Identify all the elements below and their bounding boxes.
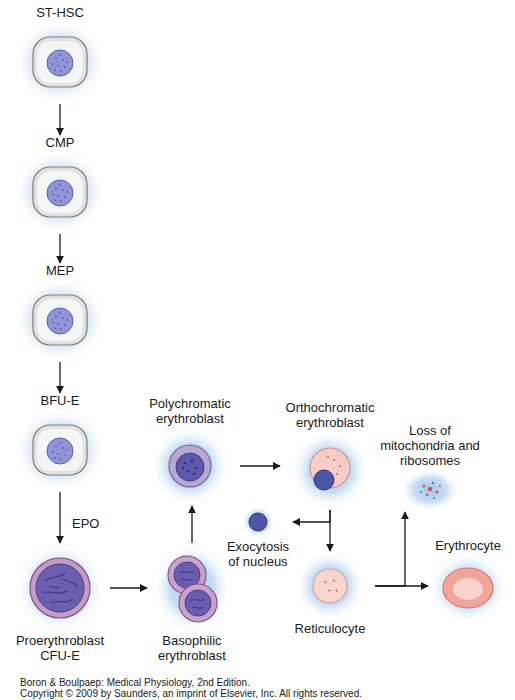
cell-drawing — [400, 468, 460, 512]
cell-label: CMP — [20, 135, 100, 150]
cell-drawing — [290, 430, 370, 510]
cell-node: Reticulocyte — [285, 551, 375, 636]
flow-arrow — [110, 587, 147, 588]
cell-illustration — [14, 408, 106, 492]
cell-illustration — [152, 543, 232, 633]
flow-arrow — [191, 506, 192, 543]
cell-node: Loss of mitochondria and ribosomes — [380, 423, 480, 512]
cell-illustration — [400, 468, 460, 512]
cell-illustration — [14, 20, 106, 104]
cell-label: BFU-E — [20, 393, 100, 408]
cell-illustration — [295, 551, 365, 621]
cell-illustration — [14, 278, 106, 362]
flow-arrow — [375, 585, 428, 586]
flow-arrow — [293, 510, 330, 522]
cell-node: Polychromatic erythroblast — [140, 396, 240, 506]
cell-illustration — [241, 505, 275, 539]
cell-label: Erythrocyte — [428, 538, 508, 553]
flow-arrow — [59, 234, 60, 263]
flow-arrow — [329, 510, 330, 551]
cell-label: Exocytosis of nucleus — [223, 539, 293, 569]
cell-drawing — [14, 20, 106, 104]
cell-label: Polychromatic erythroblast — [140, 396, 240, 426]
cell-node: Erythrocyte — [428, 538, 508, 623]
flow-arrow — [59, 492, 60, 543]
cell-illustration — [15, 543, 105, 633]
cell-label: Orthochromatic erythroblast — [280, 400, 380, 430]
cell-drawing — [295, 551, 365, 621]
cell-drawing — [428, 553, 508, 623]
cell-drawing — [15, 543, 105, 633]
cell-node: CMP — [14, 135, 106, 234]
cell-node: Proerythroblast CFU-E — [10, 543, 110, 663]
cell-label: Proerythroblast CFU-E — [10, 633, 110, 663]
cell-label: ST-HSC — [20, 5, 100, 20]
cell-drawing — [150, 426, 230, 506]
credit-line: Boron & Boulpaep: Medical Physiology, 2n… — [20, 677, 250, 688]
cell-illustration — [14, 150, 106, 234]
cell-label: MEP — [20, 263, 100, 278]
cell-illustration — [150, 426, 230, 506]
flow-arrow — [59, 104, 60, 135]
credit-line: Copyright © 2009 by Saunders, an imprint… — [20, 688, 362, 699]
flow-arrow — [59, 362, 60, 393]
cell-node: BFU-E — [14, 393, 106, 492]
cell-node: ST-HSC — [14, 5, 106, 104]
cell-drawing — [14, 150, 106, 234]
flow-arrow — [375, 512, 405, 586]
cell-drawing — [152, 543, 232, 633]
cell-drawing — [14, 408, 106, 492]
cell-node: Orthochromatic erythroblast — [280, 400, 380, 510]
cell-illustration — [428, 553, 508, 623]
cell-label: Loss of mitochondria and ribosomes — [380, 423, 480, 468]
cell-node: MEP — [14, 263, 106, 362]
cell-node: Basophilic erythroblast — [147, 543, 237, 663]
cell-label: Basophilic erythroblast — [147, 633, 237, 663]
cell-node: Exocytosis of nucleus — [223, 505, 293, 569]
edge-label: EPO — [72, 516, 99, 531]
cell-illustration — [290, 430, 370, 510]
flow-arrow — [240, 465, 280, 466]
cell-label: Reticulocyte — [285, 621, 375, 636]
cell-drawing — [14, 278, 106, 362]
cell-drawing — [241, 505, 275, 539]
